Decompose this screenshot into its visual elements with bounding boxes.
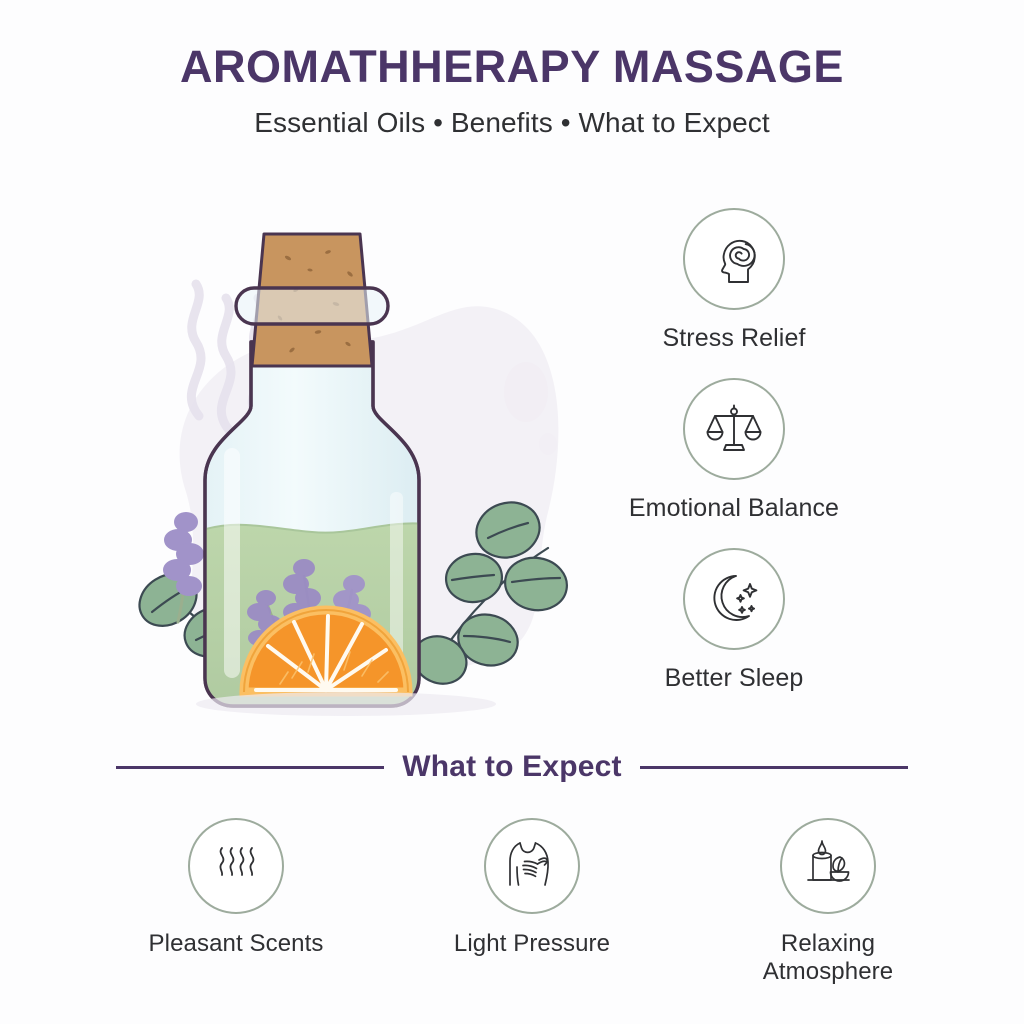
crescent-moon-stars-icon [705,570,763,628]
expect-icon-circle [188,818,284,914]
orange-slice [239,605,413,697]
candle-leaf-bowl-icon [802,838,854,895]
expect-icon-circle [780,818,876,914]
header: AROMATHHERAPY MASSAGE Essential Oils • B… [0,44,1024,139]
massage-hands-back-icon [505,837,559,896]
cork-stopper [234,232,390,368]
essential-oil-bottle-illustration [96,192,608,720]
expect-label: Relaxing Atmosphere [763,930,893,986]
expect-item-relaxing-atmosphere[interactable]: Relaxing Atmosphere [712,818,944,986]
benefit-icon-circle [683,548,785,650]
vapor-waves-icon [211,839,261,894]
head-spiral-icon [704,229,764,289]
benefit-label: Emotional Balance [628,494,840,522]
expect-label: Pleasant Scents [149,930,324,958]
section-title: What to Expect [402,750,622,783]
eucalyptus-leaves [412,501,568,685]
expect-item-light-pressure[interactable]: Light Pressure [416,818,648,958]
what-to-expect-divider: What to Expect [0,750,1024,784]
page-title: AROMATHHERAPY MASSAGE [180,41,844,92]
expect-label: Light Pressure [454,930,610,958]
expect-icon-circle [484,818,580,914]
benefit-item-stress-relief[interactable]: Stress Relief [600,208,868,352]
balance-scales-icon [704,399,764,459]
expect-label-line2: Atmosphere [762,958,894,986]
benefit-icon-circle [683,208,785,310]
benefits-list: Stress Relief [600,208,868,718]
page-subtitle: Essential Oils • Benefits • What to Expe… [254,107,770,138]
expect-label-line1: Relaxing [780,930,876,957]
benefit-label: Better Sleep [664,664,804,692]
benefit-icon-circle [683,378,785,480]
expect-label-line1: Pleasant Scents [148,930,324,957]
benefit-item-better-sleep[interactable]: Better Sleep [600,548,868,692]
expect-list: Pleasant Scents [120,818,944,986]
divider-line-left [116,765,385,769]
benefit-item-emotional-balance[interactable]: Emotional Balance [600,378,868,522]
divider-line-right [639,765,908,769]
expect-item-pleasant-scents[interactable]: Pleasant Scents [120,818,352,958]
expect-label-line1: Light Pressure [453,930,611,957]
benefit-label: Stress Relief [662,324,806,352]
